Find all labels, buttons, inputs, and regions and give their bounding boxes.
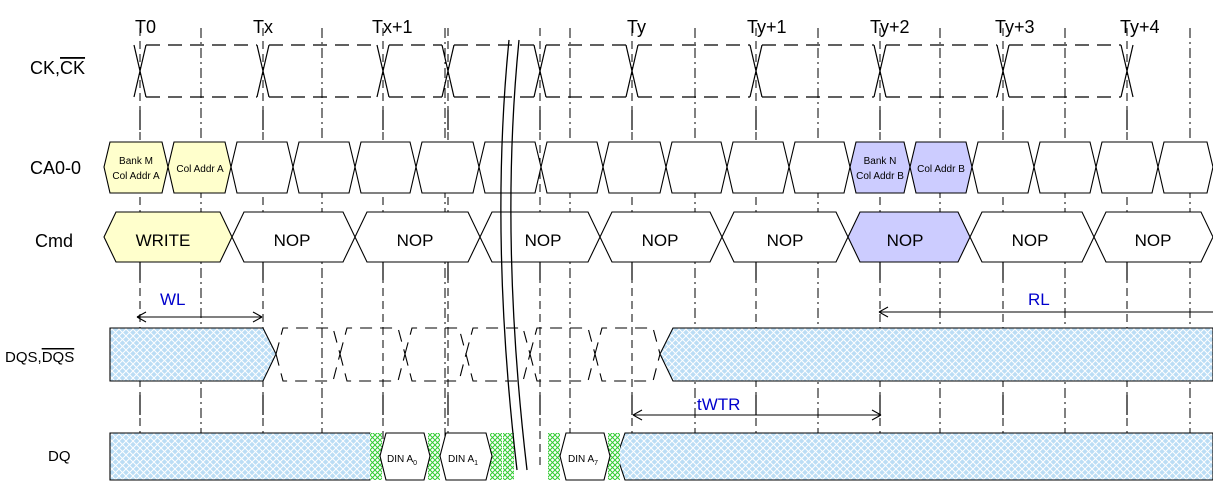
ca-bank-n: Bank N [864,156,897,167]
time-break [500,39,528,471]
cmd-label: WRITE [136,231,191,250]
ca-col-addr-a-2: Col Addr A [176,164,224,175]
wl-label: WL [160,290,186,309]
dq-idle-after [616,432,1213,481]
ca-slot [292,141,356,194]
dq-data-eye [559,432,611,481]
cmd-slot [1093,211,1213,263]
clock-label-ty3: Ty+3 [995,17,1035,37]
wl-arrow-head-right [252,311,263,323]
signal-label-cmd: Cmd [35,231,73,251]
signal-label-ca: CA0-0 [30,158,81,178]
cmd-label: NOP [887,231,924,250]
ca-col-addr-b-2: Col Addr B [917,164,965,175]
cmd-label: NOP [1012,231,1049,250]
dq-idle-before [109,432,379,481]
signal-label-dqs-bar: DQS [42,349,75,366]
dq-transition [490,433,502,480]
ca-slot [1033,141,1097,194]
wl-arrow-head-left [136,311,147,323]
ca-slot [665,141,728,194]
clock-label-ty1: Ty+1 [747,17,787,37]
signal-label-dqs: DQS,DQS [5,349,74,366]
rl-label: RL [1028,290,1050,309]
ca-col-addr-a-1: Col Addr A [112,171,160,182]
ca-slot [540,141,604,194]
dq-transition [428,433,440,480]
ck-waveform [133,44,1134,98]
dq-data-eye [379,432,431,481]
dqs-preamble [109,327,277,382]
clock-ticks [139,110,1128,415]
cmd-label: NOP [642,231,679,250]
twtr-arrow-head-right [871,409,882,421]
ca-slot [726,141,790,194]
dq-transition [548,433,560,480]
ca-bank-m: Bank M [119,156,153,167]
dqs-waveform [109,327,1213,382]
dq-waveform: DIN A0 DIN A1 DIN A7 [109,432,1213,481]
ca-slot [230,141,294,194]
dq-din-label: DIN A1 [448,454,478,467]
signal-label-ck: CK,CK [30,58,85,78]
clock-label-tx1: Tx+1 [372,17,413,37]
ca-slot [849,141,911,194]
dq-transition [608,433,620,480]
ca-slot [354,141,417,194]
dqs-postamble [659,327,1213,382]
clock-label-ty4: Ty+4 [1120,17,1160,37]
timing-labels: WL RL tWTR [160,290,1050,414]
clock-label-t0: T0 [135,17,156,37]
ca-bus: Bank M Col Addr A Col Addr A Bank N Col Addr… [103,141,1213,194]
cmd-bus: WRITE NOP NOP NOP NOP NOP NOP NOP NOP [103,211,1213,263]
ca-slot [478,141,542,194]
dq-din-label: DIN A7 [568,454,598,467]
dq-din-label: DIN A0 [387,454,417,467]
signal-label-dq: DQ [48,448,71,465]
ca-col-addr-b-1: Col Addr B [856,171,904,182]
ca-slot [788,141,851,194]
clock-label-ty: Ty [627,17,646,37]
clock-label-ty2: Ty+2 [870,17,910,37]
dq-data-eye [439,432,493,481]
cmd-label: NOP [525,231,562,250]
cmd-label: NOP [274,231,311,250]
cmd-label: NOP [397,231,434,250]
ca-slot [103,141,169,194]
twtr-arrow-head-left [632,409,643,421]
clock-labels: T0 Tx Tx+1 Ty Ty+1 Ty+2 Ty+3 Ty+4 [135,17,1160,37]
ca-slot [415,141,480,194]
twtr-label: tWTR [697,395,740,414]
ca-slot [971,141,1035,194]
signal-label-ck-bar: CK [60,58,85,78]
ca-slot [1157,141,1213,194]
ca-slot [602,141,667,194]
rl-arrow-head [878,306,889,318]
dq-transition [503,433,514,480]
timing-arrows [136,306,1213,421]
ca-slot [1095,141,1159,194]
dq-transition [370,433,382,480]
clock-label-tx: Tx [253,17,273,37]
cmd-label: NOP [1135,231,1172,250]
cmd-label: NOP [767,231,804,250]
signal-labels: CK,CK CA0-0 Cmd DQS,DQS DQ [5,58,85,465]
